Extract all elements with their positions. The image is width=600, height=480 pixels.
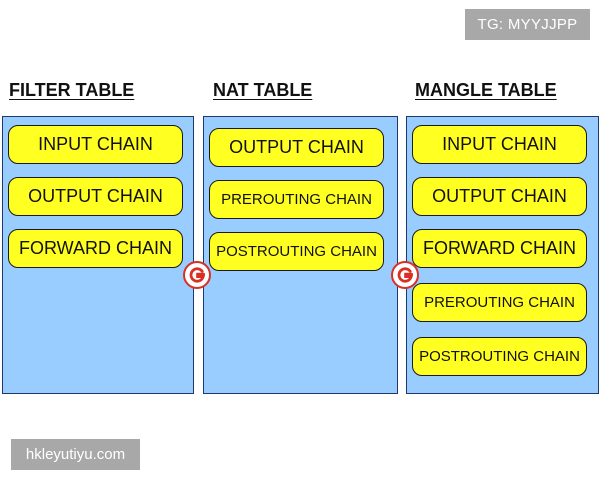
mangle-table-panel: INPUT CHAIN OUTPUT CHAIN FORWARD CHAIN P… [406, 116, 599, 394]
mangle-output-chain: OUTPUT CHAIN [412, 177, 587, 216]
nat-prerouting-chain: PREROUTING CHAIN [209, 180, 384, 219]
nat-postrouting-chain: POSTROUTING CHAIN [209, 232, 384, 271]
g-logo-icon [183, 261, 211, 289]
mangle-forward-chain: FORWARD CHAIN [412, 229, 587, 268]
mangle-postrouting-chain: POSTROUTING CHAIN [412, 337, 587, 376]
watermark-site: hkleyutiyu.com [11, 439, 140, 470]
nat-output-chain: OUTPUT CHAIN [209, 128, 384, 167]
filter-forward-chain: FORWARD CHAIN [8, 229, 183, 268]
nat-table-panel: OUTPUT CHAIN PREROUTING CHAIN POSTROUTIN… [203, 116, 398, 394]
watermark-tag: TG: MYYJJPP [465, 9, 590, 40]
filter-output-chain: OUTPUT CHAIN [8, 177, 183, 216]
nat-table-title: NAT TABLE [213, 80, 313, 100]
mangle-prerouting-chain: PREROUTING CHAIN [412, 283, 587, 322]
filter-table-panel: INPUT CHAIN OUTPUT CHAIN FORWARD CHAIN [2, 116, 194, 394]
mangle-input-chain: INPUT CHAIN [412, 125, 587, 164]
g-logo-icon [391, 261, 419, 289]
filter-table-title: FILTER TABLE [9, 80, 135, 100]
mangle-table-title: MANGLE TABLE [415, 80, 557, 100]
filter-input-chain: INPUT CHAIN [8, 125, 183, 164]
